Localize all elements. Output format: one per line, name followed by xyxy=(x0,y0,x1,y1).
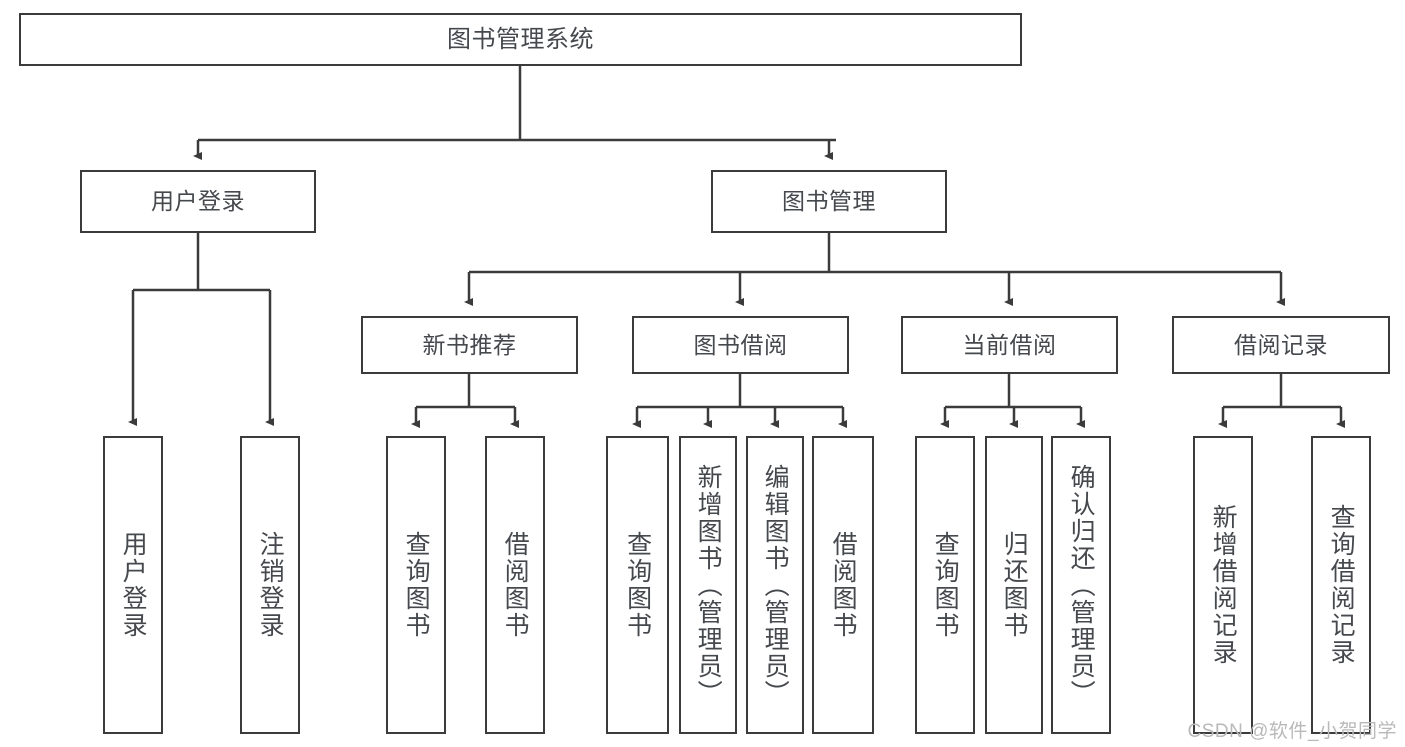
node-current-borrow[interactable]: 当前借阅 xyxy=(901,316,1118,374)
node-label: 查询借阅记录 xyxy=(1327,504,1356,666)
node-user-login[interactable]: 用户登录 xyxy=(80,170,316,233)
node-label: 新书推荐 xyxy=(422,331,517,358)
leaf-add-book-admin[interactable]: 新增图书（管理员） xyxy=(679,436,737,734)
node-label: 用户登录 xyxy=(151,188,245,215)
leaf-query-book-current[interactable]: 查询图书 xyxy=(915,436,975,734)
node-label: 当前借阅 xyxy=(962,331,1057,358)
node-new-book-recommend[interactable]: 新书推荐 xyxy=(361,316,578,374)
leaf-user-login[interactable]: 用户登录 xyxy=(103,436,163,734)
leaf-borrow-book[interactable]: 借阅图书 xyxy=(812,436,874,734)
node-label: 注销登录 xyxy=(256,531,285,639)
leaf-user-logout[interactable]: 注销登录 xyxy=(240,436,300,734)
node-label: 新增图书（管理员） xyxy=(694,463,723,707)
node-label: 编辑图书（管理员） xyxy=(761,463,790,707)
node-label: 借阅图书 xyxy=(829,531,858,639)
node-book-manage[interactable]: 图书管理 xyxy=(711,170,947,233)
leaf-add-borrow-record[interactable]: 新增借阅记录 xyxy=(1193,436,1253,734)
node-label: 图书借阅 xyxy=(693,331,788,358)
leaf-query-borrow-record[interactable]: 查询借阅记录 xyxy=(1311,436,1371,734)
node-label: 归还图书 xyxy=(1000,531,1029,639)
node-label: 新增借阅记录 xyxy=(1209,504,1238,666)
watermark-text: CSDN @软件_小贺同学 xyxy=(1187,721,1397,742)
leaf-borrow-book-recommend[interactable]: 借阅图书 xyxy=(485,436,545,734)
node-label: 查询图书 xyxy=(623,531,652,639)
leaf-edit-book-admin[interactable]: 编辑图书（管理员） xyxy=(746,436,804,734)
node-label: 查询图书 xyxy=(402,531,431,639)
node-book-borrow[interactable]: 图书借阅 xyxy=(632,316,849,374)
leaf-confirm-return-admin[interactable]: 确认归还（管理员） xyxy=(1051,436,1111,734)
leaf-query-book-recommend[interactable]: 查询图书 xyxy=(386,436,446,734)
node-label: 用户登录 xyxy=(119,531,148,639)
node-label: 图书管理系统 xyxy=(447,25,594,53)
leaf-query-book-borrow[interactable]: 查询图书 xyxy=(606,436,669,734)
node-label: 借阅记录 xyxy=(1234,331,1328,358)
node-root-system[interactable]: 图书管理系统 xyxy=(19,13,1022,66)
node-label: 图书管理 xyxy=(782,188,876,215)
node-label: 借阅图书 xyxy=(501,531,530,639)
node-borrow-record[interactable]: 借阅记录 xyxy=(1172,316,1390,374)
leaf-return-book[interactable]: 归还图书 xyxy=(985,436,1043,734)
node-label: 查询图书 xyxy=(931,531,960,639)
node-label: 确认归还（管理员） xyxy=(1067,463,1096,707)
